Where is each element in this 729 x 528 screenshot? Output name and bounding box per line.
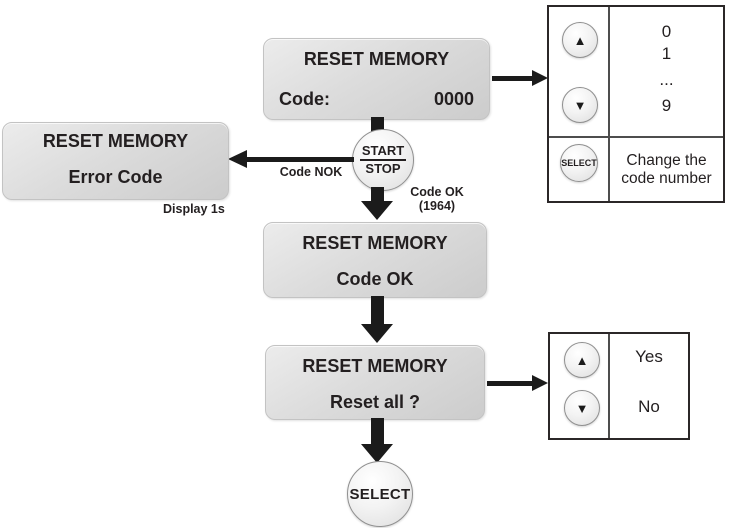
edge-label-code-nok: Code NOK xyxy=(279,165,343,179)
screen-line2: Reset all ? xyxy=(329,392,421,412)
screen-code-ok: RESET MEMORY Code OK xyxy=(263,222,487,298)
description-line1: Change the xyxy=(626,151,707,169)
code-value-item: 0 xyxy=(661,22,672,41)
edge-label-code-ok: Code OK (1964) xyxy=(402,185,472,213)
confirm-key-panel: ▲ ▼ Yes No xyxy=(548,332,690,440)
screen-line2: Error Code xyxy=(68,167,163,187)
panel-horizontal-divider xyxy=(549,136,723,138)
connector-resetall-to-select-arrowhead xyxy=(361,444,393,463)
panel-vertical-divider xyxy=(608,7,610,201)
screen-title: RESET MEMORY xyxy=(302,233,448,253)
screen-title: RESET MEMORY xyxy=(42,131,189,151)
select-label: SELECT xyxy=(349,485,411,503)
display-duration-caption: Display 1s xyxy=(163,202,225,216)
code-label: Code: xyxy=(279,89,330,109)
option-yes: Yes xyxy=(635,347,663,366)
up-button[interactable]: ▲ xyxy=(564,342,600,378)
edge-to-confirm-panel-line xyxy=(487,381,532,386)
up-button[interactable]: ▲ xyxy=(562,22,598,58)
screen-line2: Code OK xyxy=(336,269,414,289)
edge-label-code-ok-text: Code OK xyxy=(410,185,464,199)
start-label: START xyxy=(359,143,407,161)
edge-to-confirm-panel-arrowhead xyxy=(532,375,548,391)
edge-code-ok-arrowhead xyxy=(361,201,393,220)
code-value-item: ... xyxy=(659,70,674,89)
up-arrow-icon: ▲ xyxy=(575,352,589,368)
connector-resetall-to-select-line xyxy=(371,418,384,444)
edge-code-nok-arrowhead xyxy=(228,150,247,168)
edge-to-code-panel-line xyxy=(492,76,532,81)
edge-code-ok-line xyxy=(371,187,384,203)
select-button[interactable]: SELECT xyxy=(347,461,413,527)
stop-label: STOP xyxy=(365,161,401,176)
code-row: Code: 0000 xyxy=(279,89,474,110)
code-value: 0000 xyxy=(433,89,474,109)
edge-to-code-panel-arrowhead xyxy=(532,70,548,86)
connector-codeok-to-resetall-arrowhead xyxy=(361,324,393,343)
code-key-panel: ▲ ▼ SELECT 0 1 ... 9 Change the code num… xyxy=(547,5,725,203)
code-values-list: 0 1 ... 9 xyxy=(610,21,723,117)
screen-enter-code: RESET MEMORY Code: 0000 xyxy=(263,38,490,120)
panel-vertical-divider xyxy=(608,334,610,438)
edge-code-nok-line xyxy=(247,157,354,162)
down-arrow-icon: ▼ xyxy=(573,97,587,113)
select-key-label: SELECT xyxy=(561,158,597,168)
down-button[interactable]: ▼ xyxy=(562,87,598,123)
option-no: No xyxy=(638,397,660,416)
select-key-button[interactable]: SELECT xyxy=(560,144,598,182)
screen-reset-all: RESET MEMORY Reset all ? xyxy=(265,345,485,420)
down-button[interactable]: ▼ xyxy=(564,390,600,426)
edge-label-code-ok-sub: (1964) xyxy=(418,199,456,213)
code-panel-description: Change the code number xyxy=(610,138,723,201)
code-value-item: 9 xyxy=(661,96,672,115)
screen-title: RESET MEMORY xyxy=(303,49,450,69)
description-line2: code number xyxy=(621,169,712,187)
down-arrow-icon: ▼ xyxy=(575,400,589,416)
connector-codeok-to-resetall-line xyxy=(371,296,384,324)
screen-error-code: RESET MEMORY Error Code xyxy=(2,122,229,200)
code-value-item: 1 xyxy=(661,44,672,63)
start-stop-button[interactable]: START STOP xyxy=(352,129,414,191)
up-arrow-icon: ▲ xyxy=(573,32,587,48)
screen-title: RESET MEMORY xyxy=(302,356,448,376)
